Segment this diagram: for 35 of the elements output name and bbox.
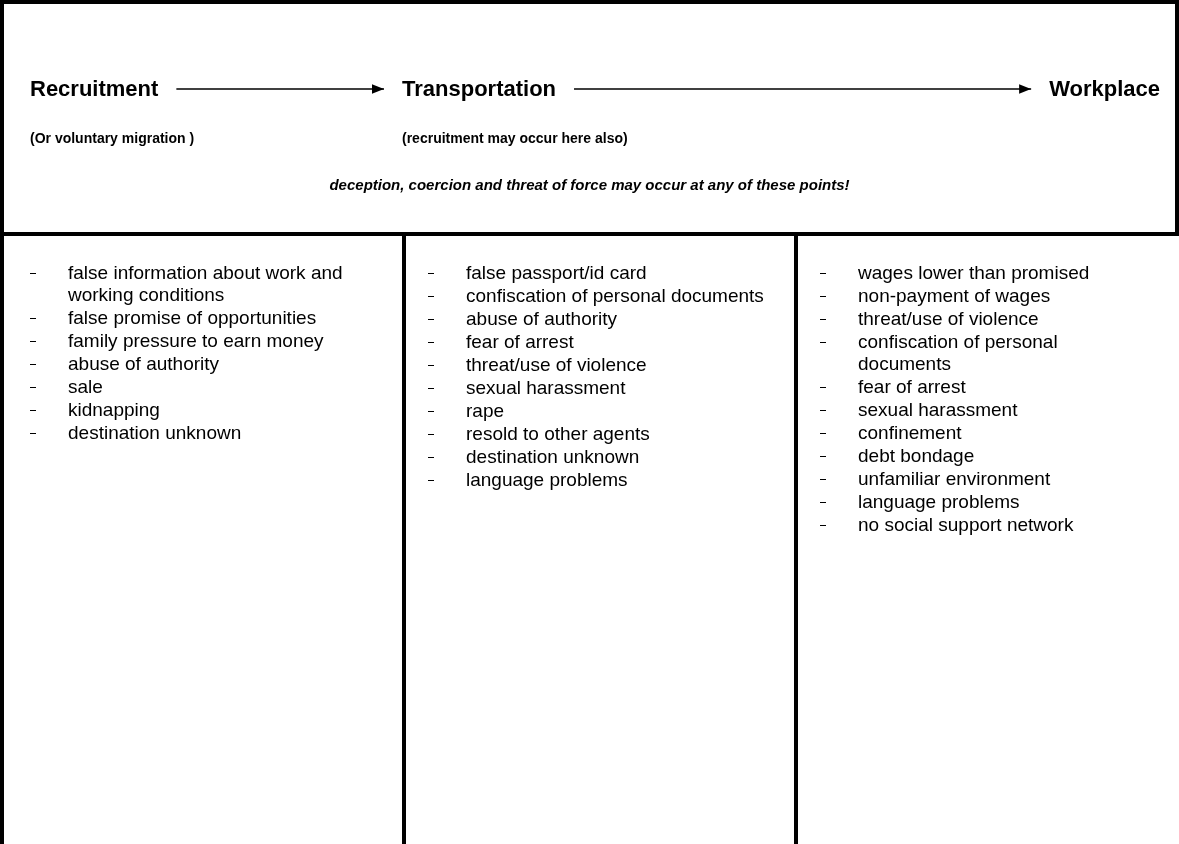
note-text: deception, coercion and threat of force may occur at any of these points! — [328, 176, 851, 193]
list-item: threat/use of violence — [858, 308, 1148, 330]
list-item: destination unknown — [68, 422, 368, 444]
list-item: fear of arrest — [466, 331, 766, 353]
list-item: abuse of authority — [466, 308, 766, 330]
list-item: non-payment of wages — [858, 285, 1148, 307]
list-item: rape — [466, 400, 766, 422]
list-item: language problems — [466, 469, 766, 491]
arrow — [573, 84, 1032, 94]
stage-heading: Recruitment — [30, 76, 159, 102]
header-panel — [0, 0, 1179, 232]
list-item: language problems — [858, 491, 1148, 513]
list-item: debt bondage — [858, 445, 1148, 467]
stage-heading: Workplace — [1049, 76, 1160, 102]
stage-note: (recruitment may occur here also) — [402, 130, 628, 146]
list-item: confiscation of personal documents — [466, 285, 766, 307]
list-item: sexual harassment — [466, 377, 766, 399]
list-item: wages lower than promised — [858, 262, 1148, 284]
list-item: destination unknown — [466, 446, 766, 468]
list-item: family pressure to earn money — [68, 330, 368, 352]
list-item: fear of arrest — [858, 376, 1148, 398]
stage-note: (Or voluntary migration ) — [30, 130, 195, 146]
list-item: sexual harassment — [858, 399, 1148, 421]
list-item: threat/use of violence — [466, 354, 766, 376]
list-item: false promise of opportunities — [68, 307, 368, 329]
stage-heading: Transportation — [402, 76, 556, 102]
list-item: false passport/id card — [466, 262, 766, 284]
list-item: no social support network — [858, 514, 1148, 536]
list-item: kidnapping — [68, 399, 368, 421]
list-item: confinement — [858, 422, 1148, 444]
list-item: unfamiliar environment — [858, 468, 1148, 490]
arrow — [175, 84, 385, 94]
list-item: abuse of authority — [68, 353, 368, 375]
list-item: sale — [68, 376, 368, 398]
list-item: resold to other agents — [466, 423, 766, 445]
